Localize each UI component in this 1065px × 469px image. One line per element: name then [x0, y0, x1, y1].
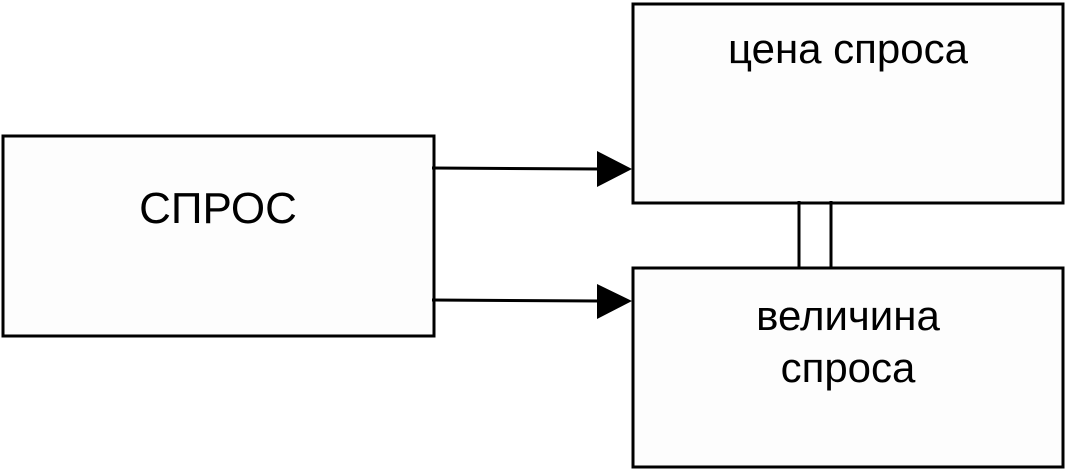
arrow-to-demand-price [431, 151, 632, 187]
demand-price-box-label: цена спроса [728, 25, 969, 72]
arrow-to-demand-quantity-shaft [431, 298, 601, 303]
arrow-to-demand-price-shaft [431, 166, 601, 171]
demand-quantity-box-label-line2: спроса [781, 344, 916, 391]
arrow-to-demand-quantity [431, 284, 632, 319]
demand-price-box-frame [631, 2, 1065, 205]
source-box-label: СПРОС [139, 184, 297, 233]
demand-quantity-box: величина спроса [631, 266, 1065, 469]
source-box: СПРОС [1, 134, 436, 338]
arrow-to-demand-price-head [597, 151, 632, 187]
demand-quantity-box-label-line1: величина [756, 292, 940, 339]
demand-quantity-box-frame [631, 266, 1065, 469]
arrow-to-demand-quantity-head [597, 284, 632, 319]
source-box-frame [1, 134, 436, 338]
demand-price-box: цена спроса [631, 2, 1065, 205]
double-line-connector [797, 201, 833, 269]
